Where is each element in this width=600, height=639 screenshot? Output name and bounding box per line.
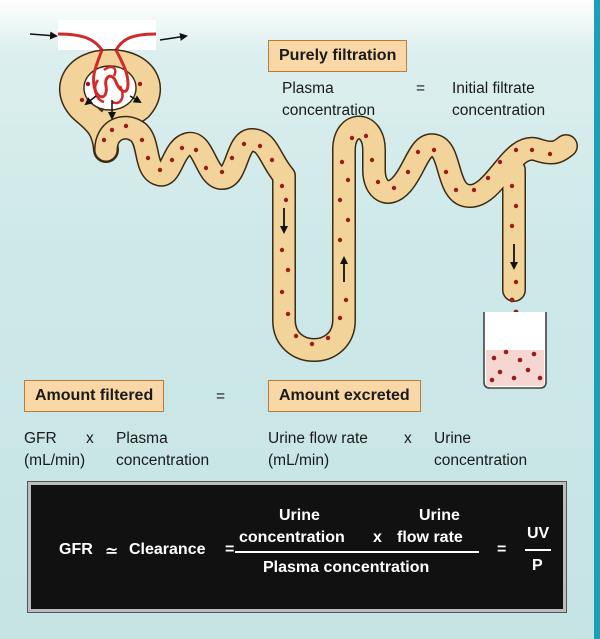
solute-dots (79, 81, 553, 347)
nephron-diagram (29, 31, 578, 389)
afferent-arrow-icon (29, 31, 58, 40)
equals-sign: = (416, 80, 426, 97)
purely-filtration-label: Purely filtration (268, 40, 408, 72)
amount-excreted-label: Amount excreted (268, 380, 421, 412)
initial-filtrate-label: Initial filtrate concentration (452, 80, 546, 119)
amount-filtered-label: Amount filtered (24, 380, 165, 412)
equals-sign: = (216, 388, 226, 405)
formula-uv: UV (527, 525, 550, 542)
plasma-concentration-label: Plasma concentration (282, 80, 376, 119)
numerator-urine-flow-1: Urine (419, 507, 460, 524)
times-sign: x (404, 430, 412, 447)
clearance-formula-box: GFR ≃ Clearance = Urine concentration x … (27, 481, 567, 613)
gfr-term: GFR (mL/min) (24, 430, 86, 469)
times-sign: x (373, 529, 382, 546)
numerator-urine-flow-2: flow rate (397, 529, 463, 546)
numerator-urine-conc-2: concentration (239, 529, 345, 546)
formula-gfr: GFR (59, 541, 93, 558)
urine-flow-term: Urine flow rate (mL/min) (268, 430, 368, 469)
denominator-plasma-conc: Plasma concentration (263, 559, 430, 576)
approx-sign: ≃ (105, 543, 119, 560)
renal-tubule (95, 117, 577, 361)
efferent-arrow-icon (159, 32, 188, 41)
formula-p: P (532, 557, 543, 574)
plasma-term: Plasma concentration (116, 430, 210, 469)
times-sign: x (86, 430, 94, 447)
formula-clearance: Clearance (129, 541, 206, 558)
equals-sign: = (225, 541, 235, 558)
fraction-bar (235, 551, 479, 553)
accent-edge (594, 0, 600, 639)
beaker-icon (483, 312, 547, 389)
equals-sign: = (497, 541, 507, 558)
urine-concentration-term: Urine concentration (434, 430, 528, 469)
numerator-urine-conc-1: Urine (279, 507, 320, 524)
fraction-bar (525, 549, 551, 551)
